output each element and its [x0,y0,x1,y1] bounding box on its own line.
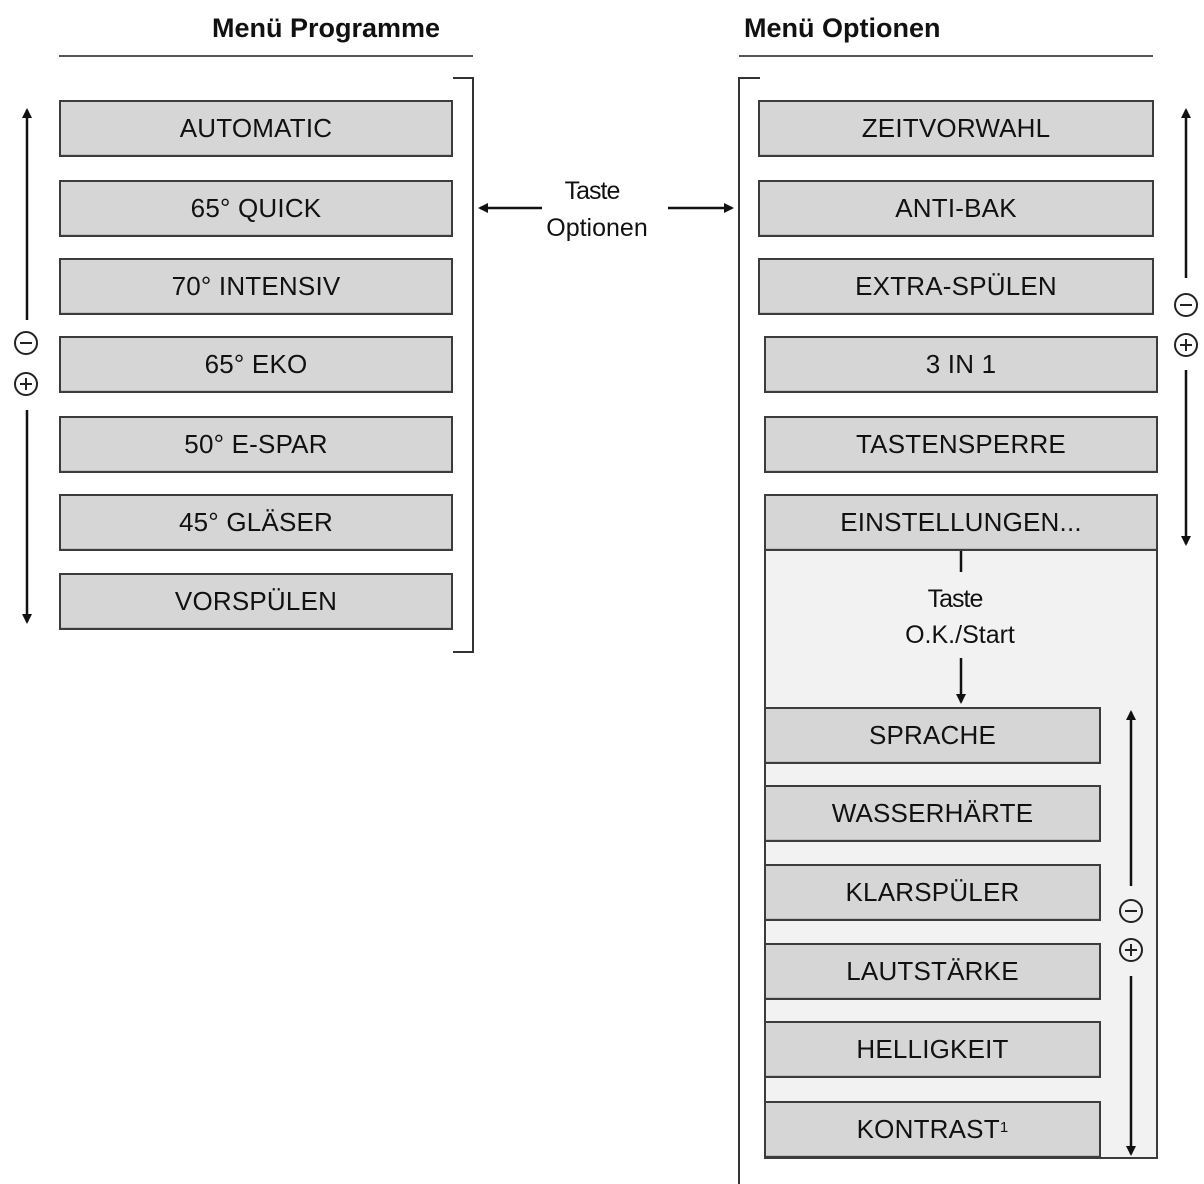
setting-wasserhaerte[interactable]: WASSERHÄRTE [764,785,1101,842]
program-65-eko[interactable]: 65° EKO [59,336,453,393]
setting-lautstaerke[interactable]: LAUTSTÄRKE [764,943,1101,1000]
right-menu-bracket [738,77,760,1184]
plus-circle-icon [1119,938,1143,962]
ok-key-label-line2: O.K./Start [905,621,1015,649]
plus-circle-icon [14,372,38,396]
right-title-rule [739,55,1153,57]
setting-klarspueler[interactable]: KLARSPÜLER [764,864,1101,921]
footnote-marker: 1 [999,1119,1009,1136]
program-45-glaeser[interactable]: 45° GLÄSER [59,494,453,551]
option-einstellungen[interactable]: EINSTELLUNGEN... [764,494,1158,551]
option-anti-bak[interactable]: ANTI-BAK [758,180,1154,237]
right-menu-title: Menü Optionen [744,13,941,43]
option-3-in-1[interactable]: 3 IN 1 [764,336,1158,393]
left-title-rule [59,55,473,57]
setting-kontrast-label: KONTRAST [856,1114,1000,1144]
setting-helligkeit[interactable]: HELLIGKEIT [764,1021,1101,1078]
option-extra-spuelen[interactable]: EXTRA-SPÜLEN [758,258,1154,315]
minus-circle-icon [14,331,38,355]
program-automatic[interactable]: AUTOMATIC [59,100,453,157]
program-50-e-spar[interactable]: 50° E-SPAR [59,416,453,473]
plus-circle-icon [1174,333,1198,357]
program-vorspuelen[interactable]: VORSPÜLEN [59,573,453,630]
option-zeitvorwahl[interactable]: ZEITVORWAHL [758,100,1154,157]
setting-sprache[interactable]: SPRACHE [764,707,1101,764]
ok-key-label-line1: Taste [927,585,984,613]
left-menu-title: Menü Programme [212,13,441,43]
option-tastensperre[interactable]: TASTENSPERRE [764,416,1158,473]
program-65-quick[interactable]: 65° QUICK [59,180,453,237]
program-70-intensiv[interactable]: 70° INTENSIV [59,258,453,315]
options-key-label-line1: Taste [564,177,621,205]
minus-circle-icon [1119,899,1143,923]
options-key-label-line2: Optionen [546,214,648,242]
minus-circle-icon [1174,293,1198,317]
left-menu-bracket [453,77,474,653]
